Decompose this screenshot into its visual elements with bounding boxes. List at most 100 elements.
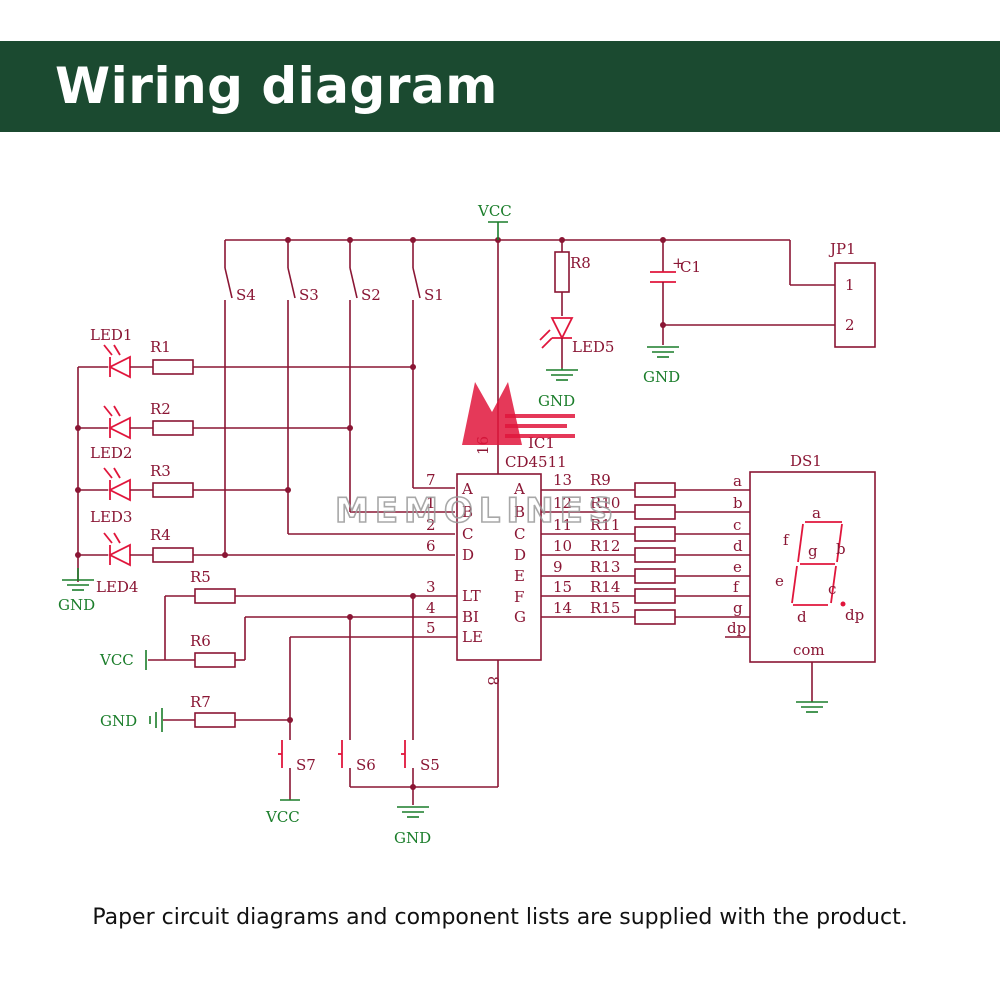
ic-pin-num: 15	[553, 578, 572, 596]
pushbutton-s6: S6	[338, 617, 376, 787]
gnd-label-bottom: GND	[394, 829, 431, 847]
watermark-text: MEMOLINES	[335, 491, 619, 531]
ic-pin-name: D	[514, 546, 526, 564]
led-column-wire	[75, 367, 81, 582]
ic-pin-num: 5	[426, 619, 436, 637]
segment-label: d	[797, 608, 807, 626]
ic-pin-num: 4	[426, 599, 436, 617]
display-ds1: DS1 a b c d e f g dp a b c d e f g dp co…	[727, 452, 876, 702]
page-title: Wiring diagram	[55, 57, 498, 115]
display-pin: g	[733, 599, 743, 617]
led1: LED1	[78, 326, 153, 379]
ic-pin-name: B	[514, 503, 525, 521]
bottom-ground-bus: GND	[350, 784, 498, 847]
vcc-symbol-left: VCC	[99, 650, 147, 670]
segment-resistors: R9 R10 R11 R12 R13 R14 R15	[541, 471, 750, 638]
ic-pin-num: 7	[426, 471, 436, 489]
resistor-label: R1	[150, 338, 171, 356]
segment-label: dp	[845, 606, 864, 624]
led3: LED3	[78, 467, 153, 526]
segment-label: f	[783, 531, 790, 549]
resistor-label: R14	[590, 578, 620, 596]
vcc-label-left: VCC	[99, 651, 134, 669]
segment-label: a	[812, 504, 821, 522]
led2: LED2	[78, 405, 153, 462]
ic-pin-num: 13	[553, 471, 572, 489]
switch-label: S4	[236, 286, 256, 304]
ic-pin-num: 3	[426, 578, 436, 596]
display-pin: c	[733, 516, 741, 534]
ic-cd4511: IC1 CD4511 16 8	[456, 240, 567, 787]
led-label: LED1	[90, 326, 132, 344]
led-label: LED2	[90, 444, 132, 462]
ic-pin-name: A	[513, 480, 525, 498]
ic-pin-name: LT	[462, 587, 481, 605]
ic-left-pins: 7 A 1 B 2 C 6 D 3 LT 4 BI 5 LE	[290, 471, 483, 646]
ic-pin-num: 10	[553, 537, 572, 555]
switch-label: S2	[361, 286, 381, 304]
vcc-rail	[225, 237, 835, 286]
capacitor-c1: C1 +	[650, 240, 835, 345]
resistor-label: R6	[190, 632, 211, 650]
resistor-r5: R5	[165, 568, 416, 604]
segment-label: b	[836, 540, 846, 558]
switch-label: S1	[424, 286, 444, 304]
connector-pin: 2	[845, 316, 855, 334]
vcc-label-top: VCC	[477, 202, 512, 220]
ground-symbol-display	[796, 701, 828, 713]
ic-pin-name: F	[514, 588, 524, 606]
ground-symbol-c1: GND	[643, 346, 680, 386]
ic-right-pins: A 13 B 12 C 11 D 10 E 9 F 15 G 14	[513, 471, 572, 626]
watermark-logo-icon	[462, 382, 522, 445]
gnd-label-led5: GND	[538, 392, 575, 410]
svg-text:+: +	[672, 254, 685, 272]
resistor-label: R8	[570, 254, 591, 272]
ic-vss-pin: 8	[484, 676, 502, 686]
vcc-label-bottom: VCC	[265, 808, 300, 826]
segment-label: e	[775, 572, 784, 590]
ground-symbol-left: GND	[58, 568, 95, 614]
gnd-label-r7: GND	[100, 712, 137, 730]
switch-s1: S1	[410, 240, 455, 489]
led4: LED4	[78, 532, 153, 596]
resistor-label: R13	[590, 558, 620, 576]
ic-pin-num: 11	[553, 516, 572, 534]
connector-pin: 1	[845, 276, 855, 294]
segment-label: g	[808, 542, 818, 560]
resistor-r7: R7	[163, 693, 293, 728]
display-com-label: com	[793, 641, 825, 659]
resistor-label: R15	[590, 599, 620, 617]
resistor-label: R10	[590, 494, 620, 512]
display-pin: dp	[727, 619, 746, 637]
switch-s4: S4	[222, 240, 256, 558]
ic-pin-name: C	[462, 525, 473, 543]
ic-pin-name: C	[514, 525, 525, 543]
ic-pin-name: E	[514, 567, 525, 585]
ic-pin-name: B	[462, 503, 473, 521]
ic-pin-num: 9	[553, 558, 563, 576]
vcc-symbol-top: VCC	[477, 202, 512, 240]
resistor-r6: R6	[148, 596, 353, 668]
resistor-r8: R8	[554, 240, 591, 316]
caption-text: Paper circuit diagrams and component lis…	[92, 905, 908, 930]
ic-pin-num: 12	[553, 494, 572, 512]
resistor-r3: R3	[150, 462, 288, 498]
resistor-label: R2	[150, 400, 171, 418]
ic-part: CD4511	[505, 453, 567, 471]
resistor-label: R9	[590, 471, 611, 489]
switch-label: S6	[356, 756, 376, 774]
display-pin: b	[733, 494, 743, 512]
switch-s2: S2	[347, 240, 455, 513]
resistor-label: R11	[590, 516, 620, 534]
switch-label: S3	[299, 286, 319, 304]
ic-pin-name: BI	[462, 608, 479, 626]
switch-label: S7	[296, 756, 316, 774]
ic-pin-name: A	[461, 480, 473, 498]
switch-label: S5	[420, 756, 440, 774]
ground-symbol-r7: GND	[100, 708, 163, 732]
led-label: LED4	[96, 578, 138, 596]
display-pin: a	[733, 472, 742, 490]
ic-pin-num: 6	[426, 537, 436, 555]
resistor-label: R5	[190, 568, 211, 586]
